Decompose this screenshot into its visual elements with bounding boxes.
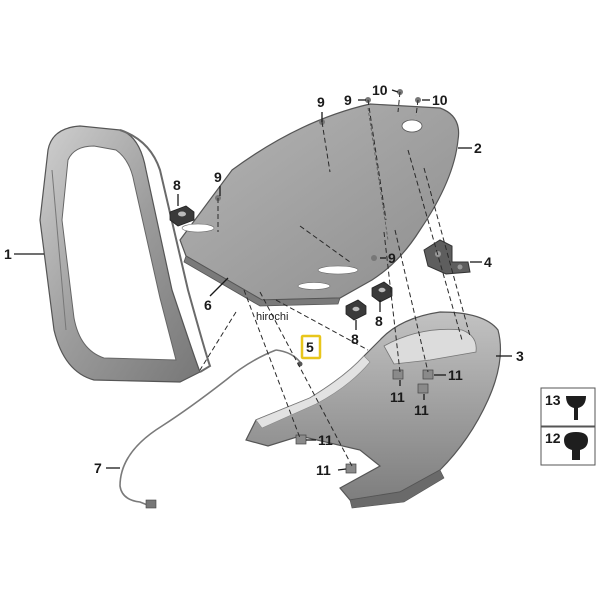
expanding-rivet-icon — [564, 432, 588, 460]
callout-9-top: 9 — [317, 94, 325, 110]
callout-11-right: 11 — [448, 367, 463, 383]
callout-10-left: 10 — [372, 82, 388, 98]
callout-8-upper: 8 — [173, 177, 181, 193]
callout-7: 7 — [94, 460, 102, 476]
callout-3: 3 — [516, 348, 524, 364]
callout-11-cover-left: 11 — [318, 432, 333, 448]
callout-9-upper-right: 9 — [344, 92, 352, 108]
part-3-lower-cover — [245, 311, 502, 509]
callout-5: 5 — [306, 339, 314, 355]
legend-12-label: 12 — [545, 430, 561, 446]
callout-8-right: 8 — [375, 313, 383, 329]
part-8-grommet-center — [345, 299, 367, 321]
callout-11-low-mid: 11 — [414, 402, 429, 418]
part-7-cable — [119, 349, 303, 509]
part-4-bracket — [423, 239, 471, 275]
push-rivet-icon — [566, 396, 586, 420]
callout-10-right: 10 — [432, 92, 448, 108]
part-2-base-plate — [179, 103, 460, 307]
part-1-frame — [39, 125, 212, 383]
legend-12: 12 — [540, 426, 596, 466]
assembly-lines — [199, 91, 471, 467]
legend-13-label: 13 — [545, 392, 561, 408]
callout-8-center: 8 — [351, 331, 359, 347]
callout-6: 6 — [204, 297, 212, 313]
callout-11-cover-bottom: 11 — [316, 462, 331, 478]
part-8-grommet-upper — [169, 205, 195, 227]
part-8-grommet-right — [371, 281, 393, 303]
callout-1: 1 — [4, 246, 12, 262]
highlight-item-5: 5 — [300, 334, 322, 360]
callout-11-low-left: 11 — [390, 389, 405, 405]
legend-13: 13 — [540, 387, 596, 427]
leader-lines — [14, 89, 512, 471]
watermark-text: hirochi — [256, 311, 288, 323]
callout-4: 4 — [484, 254, 492, 270]
callout-9-mid: 9 — [388, 250, 396, 266]
callout-2: 2 — [474, 140, 482, 156]
callout-9-left: 9 — [214, 169, 222, 185]
